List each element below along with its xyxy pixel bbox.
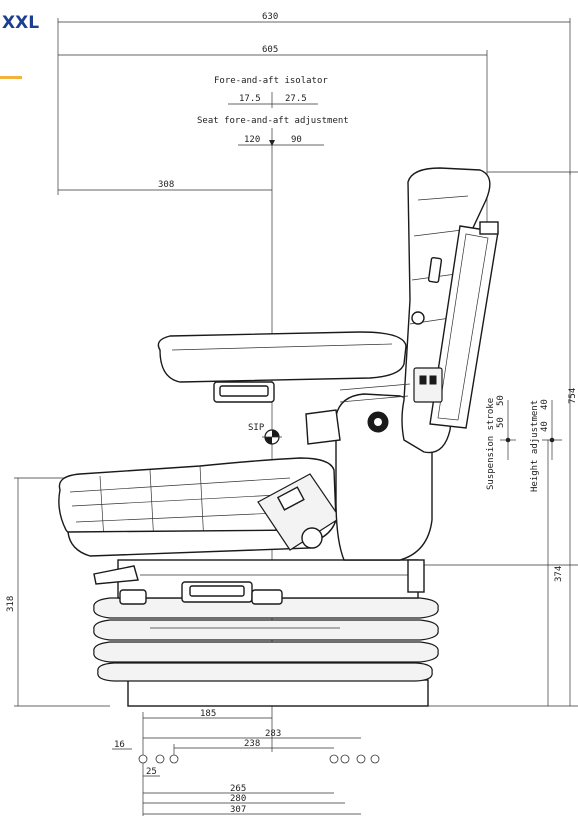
dimension-374: 374 — [547, 440, 564, 706]
mounting-hole — [356, 754, 366, 764]
height-adjustment-callout: Height adjustment 40 40 — [530, 399, 562, 492]
dim-280-label: 280 — [230, 794, 246, 804]
dim-374-label: 374 — [554, 566, 564, 582]
seat-adjustment-label: Seat fore-and-aft adjustment — [197, 116, 349, 126]
armrest — [157, 331, 407, 403]
isolator-left-value: 17.5 — [239, 94, 261, 104]
dim-238-label: 238 — [244, 739, 260, 749]
height-down-value: 40 — [540, 399, 550, 410]
dimension-605: 605 — [58, 45, 488, 230]
bottom-dimensions: 185 283 16 238 25 265 280 307 — [112, 709, 380, 816]
seat-frame — [93, 559, 425, 605]
fore-aft-isolator-label: Fore-and-aft isolator — [214, 76, 328, 86]
adjust-right-value: 90 — [291, 135, 302, 145]
dim-16-label: 16 — [114, 740, 125, 750]
backrest — [401, 167, 499, 454]
dim-265-label: 265 — [230, 784, 246, 794]
dim-307-label: 307 — [230, 805, 246, 815]
height-adjustment-label: Height adjustment — [530, 400, 540, 492]
height-up-value: 40 — [540, 421, 550, 432]
dim-318-label: 318 — [6, 596, 16, 612]
dim-605-label: 605 — [262, 45, 278, 55]
dimension-754: 754 — [568, 172, 578, 706]
dim-283-label: 283 — [265, 729, 281, 739]
adjust-left-value: 120 — [244, 135, 260, 145]
suspension-stroke-label: Suspension stroke — [486, 398, 496, 490]
mounting-hole — [329, 754, 339, 764]
suspension-stroke-callout: Suspension stroke 50 50 — [486, 395, 516, 490]
brand-logo-text: XXL — [2, 13, 39, 33]
mounting-hole — [138, 754, 148, 764]
dim-185-label: 185 — [200, 709, 216, 719]
dim-630-label: 630 — [262, 12, 278, 22]
dim-754-label: 754 — [568, 388, 578, 404]
mounting-hole — [155, 754, 165, 764]
seat-illustration — [58, 167, 499, 707]
bellows-base — [93, 597, 439, 707]
dim-25-label: 25 — [146, 767, 157, 777]
mounting-hole — [169, 754, 179, 764]
seat-cushion — [58, 457, 337, 557]
dimension-308: 308 — [58, 180, 272, 191]
dimension-630: 630 — [57, 12, 571, 195]
mounting-hole — [370, 754, 380, 764]
isolator-right-value: 27.5 — [285, 94, 307, 104]
suspension-down-value: 50 — [496, 395, 506, 406]
suspension-up-value: 50 — [496, 417, 506, 428]
sip-label: SIP — [248, 423, 265, 433]
sip-marker: SIP — [248, 423, 282, 445]
dimension-318: 318 — [6, 477, 110, 707]
mounting-hole — [340, 754, 350, 764]
brand-accent-bar — [0, 76, 22, 79]
dim-308-label: 308 — [158, 180, 174, 190]
